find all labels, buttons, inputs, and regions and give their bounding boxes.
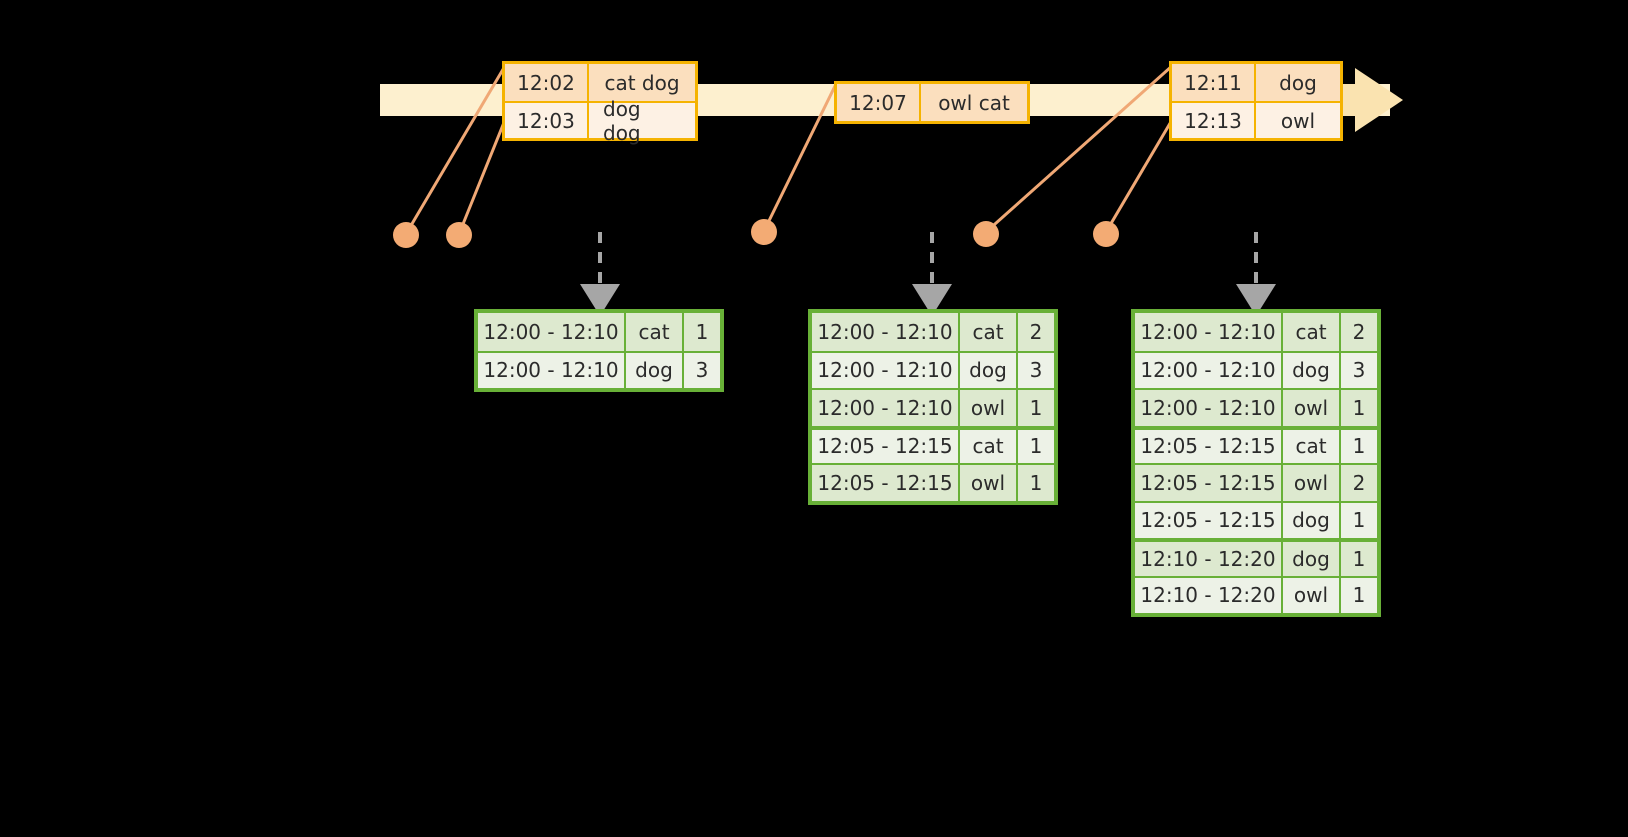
cell-window: 12:05 - 12:15 <box>1135 502 1283 538</box>
cell-window: 12:00 - 12:10 <box>1135 313 1283 351</box>
event-group-2[interactable]: 12:07 owl cat <box>834 81 1030 124</box>
event-dot-1 <box>393 222 419 248</box>
cell-count: 3 <box>684 352 720 388</box>
cell-window: 12:00 - 12:10 <box>812 390 960 426</box>
cell-count: 1 <box>1341 502 1377 538</box>
result-table-3[interactable]: 12:00 - 12:10 cat 2 12:00 - 12:10 dog 3 … <box>1131 309 1381 617</box>
event-time: 12:13 <box>1172 103 1256 138</box>
cell-key: cat <box>960 313 1018 351</box>
cell-key: dog <box>960 352 1018 388</box>
cell-count: 1 <box>684 313 720 351</box>
cell-window: 12:00 - 12:10 <box>812 313 960 351</box>
cell-window: 12:10 - 12:20 <box>1135 542 1283 576</box>
table-row[interactable]: 12:00 - 12:10 owl 1 <box>1135 388 1377 426</box>
cell-count: 2 <box>1341 313 1377 351</box>
cell-window: 12:05 - 12:15 <box>812 429 960 463</box>
table-row[interactable]: 12:00 - 12:10 owl 1 <box>812 388 1054 426</box>
cell-window: 12:00 - 12:10 <box>1135 352 1283 388</box>
table-row[interactable]: 12:00 - 12:10 cat 2 <box>812 313 1054 351</box>
cell-key: dog <box>1283 502 1341 538</box>
table-row[interactable]: 12:05 - 12:15 owl 1 <box>812 463 1054 501</box>
event-dot-3 <box>751 219 777 245</box>
cell-window: 12:05 - 12:15 <box>1135 465 1283 501</box>
event-time: 12:03 <box>505 103 589 138</box>
cell-count: 2 <box>1018 313 1054 351</box>
table-row[interactable]: 12:00 - 12:10 cat 2 <box>1135 313 1377 351</box>
result-table-1[interactable]: 12:00 - 12:10 cat 1 12:00 - 12:10 dog 3 <box>474 309 724 392</box>
event-dot-2 <box>446 222 472 248</box>
cell-key: cat <box>1283 313 1341 351</box>
event-marker-dots <box>393 219 1119 248</box>
event-words: owl cat <box>921 84 1027 121</box>
table-row[interactable]: 12:05 - 12:15 cat 1 <box>812 425 1054 463</box>
cell-count: 3 <box>1341 352 1377 388</box>
event-words: dog dog <box>589 97 695 145</box>
event-row[interactable]: 12:02 cat dog <box>505 64 695 101</box>
cell-key: owl <box>1283 465 1341 501</box>
cell-count: 2 <box>1341 465 1377 501</box>
event-words: owl <box>1256 103 1340 138</box>
event-time: 12:11 <box>1172 64 1256 101</box>
result-table-2[interactable]: 12:00 - 12:10 cat 2 12:00 - 12:10 dog 3 … <box>808 309 1058 505</box>
cell-window: 12:00 - 12:10 <box>812 352 960 388</box>
cell-window: 12:00 - 12:10 <box>1135 390 1283 426</box>
event-dot-5 <box>1093 221 1119 247</box>
cell-count: 1 <box>1341 390 1377 426</box>
cell-count: 1 <box>1341 577 1377 613</box>
cell-key: cat <box>1283 429 1341 463</box>
flow-arrows <box>580 232 1276 316</box>
cell-window: 12:00 - 12:10 <box>478 352 626 388</box>
cell-key: owl <box>960 390 1018 426</box>
event-row[interactable]: 12:03 dog dog <box>505 97 695 145</box>
table-row[interactable]: 12:05 - 12:15 owl 2 <box>1135 463 1377 501</box>
cell-count: 1 <box>1018 390 1054 426</box>
event-dot-4 <box>973 221 999 247</box>
cell-key: dog <box>1283 352 1341 388</box>
event-time: 12:02 <box>505 64 589 101</box>
event-group-3[interactable]: 12:11 dog 12:13 owl <box>1169 61 1343 141</box>
event-words: dog <box>1256 64 1340 101</box>
cell-key: cat <box>626 313 684 351</box>
event-words: cat dog <box>589 64 695 101</box>
table-row[interactable]: 12:05 - 12:15 cat 1 <box>1135 425 1377 463</box>
cell-count: 1 <box>1341 429 1377 463</box>
cell-key: owl <box>960 465 1018 501</box>
table-row[interactable]: 12:00 - 12:10 dog 3 <box>1135 350 1377 388</box>
table-row[interactable]: 12:05 - 12:15 dog 1 <box>1135 500 1377 538</box>
cell-key: dog <box>1283 542 1341 576</box>
table-row[interactable]: 12:10 - 12:20 owl 1 <box>1135 575 1377 613</box>
event-row[interactable]: 12:07 owl cat <box>837 84 1027 121</box>
cell-count: 3 <box>1018 352 1054 388</box>
cell-window: 12:05 - 12:15 <box>1135 429 1283 463</box>
cell-window: 12:10 - 12:20 <box>1135 577 1283 613</box>
event-row[interactable]: 12:11 dog <box>1172 64 1340 101</box>
event-time: 12:07 <box>837 84 921 121</box>
cell-key: dog <box>626 352 684 388</box>
event-row[interactable]: 12:13 owl <box>1172 101 1340 138</box>
table-row[interactable]: 12:00 - 12:10 dog 3 <box>812 350 1054 388</box>
cell-count: 1 <box>1018 429 1054 463</box>
cell-key: owl <box>1283 577 1341 613</box>
cell-window: 12:05 - 12:15 <box>812 465 960 501</box>
cell-key: owl <box>1283 390 1341 426</box>
event-group-1[interactable]: 12:02 cat dog 12:03 dog dog <box>502 61 698 145</box>
cell-count: 1 <box>1341 542 1377 576</box>
cell-key: cat <box>960 429 1018 463</box>
cell-count: 1 <box>1018 465 1054 501</box>
table-row[interactable]: 12:10 - 12:20 dog 1 <box>1135 538 1377 576</box>
cell-window: 12:00 - 12:10 <box>478 313 626 351</box>
table-row[interactable]: 12:00 - 12:10 cat 1 <box>478 313 720 351</box>
table-row[interactable]: 12:00 - 12:10 dog 3 <box>478 350 720 388</box>
